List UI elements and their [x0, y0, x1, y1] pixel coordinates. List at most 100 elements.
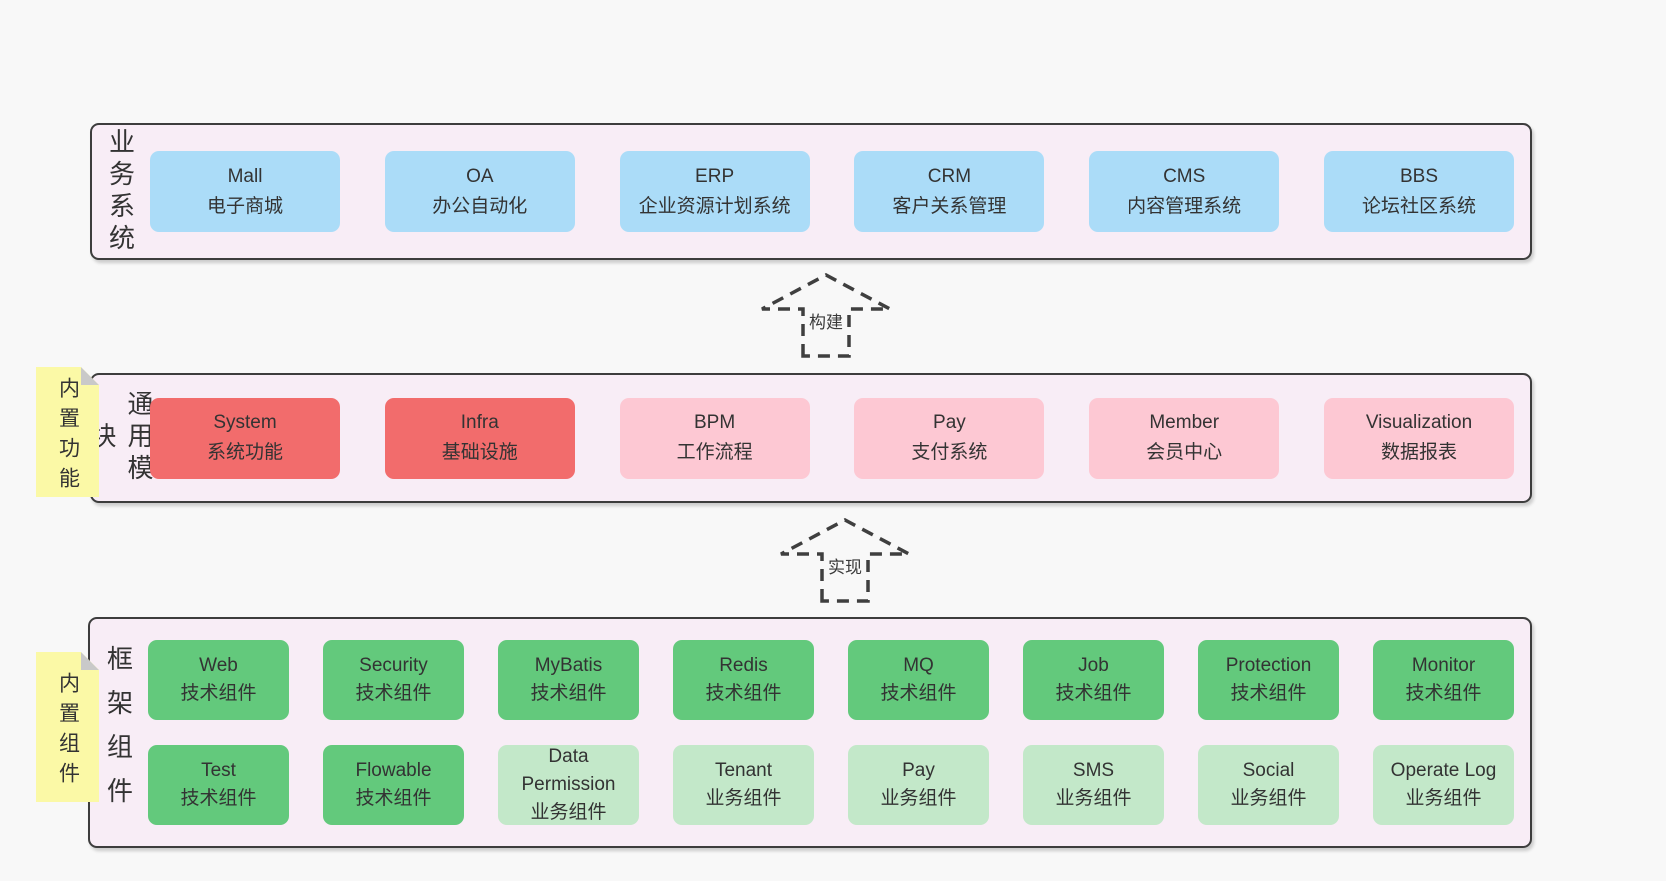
module-name: MQ — [903, 655, 934, 676]
module-name: Test — [201, 760, 236, 781]
module-name: Pay — [933, 412, 966, 433]
module-name: Visualization — [1365, 412, 1473, 433]
module-desc: 技术组件 — [880, 683, 957, 704]
module-desc: 技术组件 — [355, 683, 432, 704]
module-box-web: Web 技术组件 — [148, 640, 289, 720]
module-name: Protection — [1225, 655, 1312, 676]
module-name: Web — [199, 655, 238, 676]
module-desc: 业务组件 — [1405, 788, 1482, 809]
module-box-crm: CRM 客户关系管理 — [854, 151, 1045, 232]
module-desc: 技术组件 — [530, 683, 607, 704]
module-desc: 工作流程 — [676, 442, 753, 463]
module-name: Pay — [902, 760, 935, 781]
module-box-infra: Infra 基础设施 — [384, 397, 575, 479]
module-box-visualization: Visualization 数据报表 — [1323, 397, 1514, 479]
module-name: Social — [1242, 760, 1295, 781]
module-box-redis: Redis 技术组件 — [673, 640, 814, 720]
sticky-note-label: 内置功能 — [56, 377, 80, 497]
band-label-business-systems: 业务系统 — [105, 127, 136, 256]
module-name: CMS — [1163, 165, 1206, 187]
module-box-monitor: Monitor 技术组件 — [1373, 640, 1514, 720]
band-label-common-modules: 通用模块 — [87, 390, 154, 486]
module-name: Operate Log — [1390, 760, 1497, 781]
module-box-sms: SMS 业务组件 — [1023, 745, 1164, 825]
module-desc: 论坛社区系统 — [1361, 195, 1476, 217]
module-box-test: Test 技术组件 — [148, 745, 289, 825]
module-name: Tenant — [714, 760, 773, 781]
module-row: System 系统功能 Infra 基础设施 BPM 工作流程 Pay 支付系统 Member 会… — [150, 397, 1514, 479]
module-name: Security — [359, 655, 428, 676]
module-desc: 技术组件 — [355, 788, 432, 809]
module-desc: 业务组件 — [705, 788, 782, 809]
module-name: MyBatis — [534, 655, 603, 676]
module-name: Member — [1149, 412, 1220, 433]
module-name: Flowable — [355, 760, 432, 781]
module-desc: 技术组件 — [180, 788, 257, 809]
module-row: Mall 电子商城 OA 办公自动化 ERP 企业资源计划系统 CRM 客户关系管理 CMS 内容… — [150, 151, 1514, 232]
module-box-operate-log: Operate Log 业务组件 — [1373, 745, 1514, 825]
module-name: Infra — [460, 412, 499, 433]
module-name: BBS — [1399, 165, 1438, 187]
module-desc: 业务组件 — [1230, 788, 1307, 809]
module-desc: 基础设施 — [441, 442, 518, 463]
band-label-framework-components: 框架组件 — [103, 644, 134, 821]
module-box-mall: Mall 电子商城 — [150, 151, 340, 232]
module-desc: 客户关系管理 — [892, 195, 1007, 217]
module-name: ERP — [695, 165, 735, 187]
module-box-mybatis: MyBatis 技术组件 — [498, 640, 639, 720]
module-name: System — [213, 412, 277, 433]
module-desc: 业务组件 — [1055, 788, 1132, 809]
module-desc: 会员中心 — [1146, 442, 1223, 463]
module-desc: 业务组件 — [880, 788, 957, 809]
sticky-note-built-in-components: 内置组件 — [36, 652, 99, 802]
module-name: Monitor — [1411, 655, 1476, 676]
module-desc: 办公自动化 — [432, 195, 528, 217]
module-name: CRM — [927, 165, 972, 187]
band-rows: System 系统功能 Infra 基础设施 BPM 工作流程 Pay 支付系统 Member 会… — [150, 397, 1530, 479]
module-desc: 技术组件 — [180, 683, 257, 704]
module-name: BPM — [694, 412, 736, 433]
sticky-note-built-in-features: 内置功能 — [36, 367, 99, 497]
module-desc: 内容管理系统 — [1127, 195, 1242, 217]
module-box-flowable: Flowable 技术组件 — [323, 745, 464, 825]
module-box-social: Social 业务组件 — [1198, 745, 1339, 825]
module-box-tenant: Tenant 业务组件 — [673, 745, 814, 825]
module-box-bbs: BBS 论坛社区系统 — [1323, 151, 1514, 232]
module-box-pay: Pay 支付系统 — [854, 397, 1045, 479]
module-desc: 电子商城 — [206, 195, 283, 217]
module-name: Mall — [227, 165, 263, 187]
module-desc: 系统功能 — [206, 442, 283, 463]
module-name: OA — [466, 165, 494, 187]
module-desc: 业务组件 — [530, 802, 607, 823]
arrow-implement: 实现 — [777, 516, 913, 604]
module-box-job: Job 技术组件 — [1023, 640, 1164, 720]
module-name: Data Permission — [521, 746, 616, 795]
module-desc: 技术组件 — [1230, 683, 1307, 704]
module-name: SMS — [1072, 760, 1115, 781]
band-business-systems: 业务系统 Mall 电子商城 OA 办公自动化 ERP 企业资源计划系统 CRM 客户关系管理… — [90, 123, 1532, 260]
module-desc: 数据报表 — [1380, 442, 1457, 463]
module-desc: 技术组件 — [705, 683, 782, 704]
module-box-system: System 系统功能 — [150, 397, 340, 479]
module-box-security: Security 技术组件 — [323, 640, 464, 720]
module-box-mq: MQ 技术组件 — [848, 640, 989, 720]
module-desc: 企业资源计划系统 — [638, 195, 791, 217]
module-box-member: Member 会员中心 — [1089, 397, 1280, 479]
module-desc: 技术组件 — [1055, 683, 1132, 704]
arrow-build: 构建 — [758, 271, 894, 359]
arrow-build-label: 构建 — [806, 307, 846, 334]
module-desc: 支付系统 — [911, 442, 988, 463]
module-name: Job — [1078, 655, 1109, 676]
module-box-pay: Pay 业务组件 — [848, 745, 989, 825]
module-box-data-permission: Data Permission 业务组件 — [498, 745, 639, 825]
sticky-note-label: 内置组件 — [56, 672, 80, 792]
arrow-implement-label: 实现 — [825, 552, 865, 579]
band-common-modules: 通用模块 System 系统功能 Infra 基础设施 BPM 工作流程 Pay 支付系统 Me… — [87, 373, 1532, 503]
module-name: Redis — [719, 655, 768, 676]
module-desc: 技术组件 — [1405, 683, 1482, 704]
module-box-bpm: BPM 工作流程 — [619, 397, 810, 479]
